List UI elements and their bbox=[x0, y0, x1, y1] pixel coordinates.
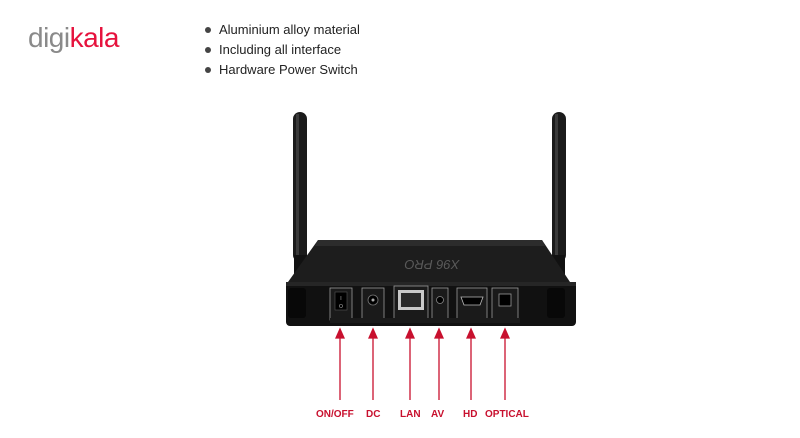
port-on-off: I O bbox=[329, 287, 353, 321]
digikala-logo: digikala bbox=[28, 22, 119, 54]
port-dc bbox=[361, 287, 385, 321]
box-top bbox=[288, 240, 570, 282]
svg-text:O: O bbox=[339, 304, 343, 310]
logo-part-kala: kala bbox=[69, 22, 120, 53]
port-lan bbox=[393, 285, 429, 323]
port-hd bbox=[456, 287, 488, 321]
port-optical bbox=[491, 287, 519, 321]
feature-item: Hardware Power Switch bbox=[205, 62, 360, 82]
label-optical: OPTICAL bbox=[485, 409, 529, 420]
feature-item: Including all interface bbox=[205, 42, 360, 62]
port-av bbox=[431, 287, 449, 321]
label-dc: DC bbox=[366, 409, 381, 420]
pointer-arrows bbox=[334, 327, 511, 400]
label-hd: HD bbox=[463, 409, 478, 420]
label-on-off: ON/OFF bbox=[316, 409, 354, 420]
label-lan: LAN bbox=[400, 409, 421, 420]
feature-list: Aluminium alloy material Including all i… bbox=[205, 22, 360, 82]
label-av: AV bbox=[431, 409, 445, 420]
right-antenna bbox=[552, 112, 566, 275]
brand-text: X96 PRO bbox=[405, 257, 461, 272]
left-antenna bbox=[293, 112, 307, 275]
logo-part-digi: digi bbox=[28, 22, 70, 53]
feature-item: Aluminium alloy material bbox=[205, 22, 360, 42]
svg-text:I: I bbox=[340, 296, 341, 302]
